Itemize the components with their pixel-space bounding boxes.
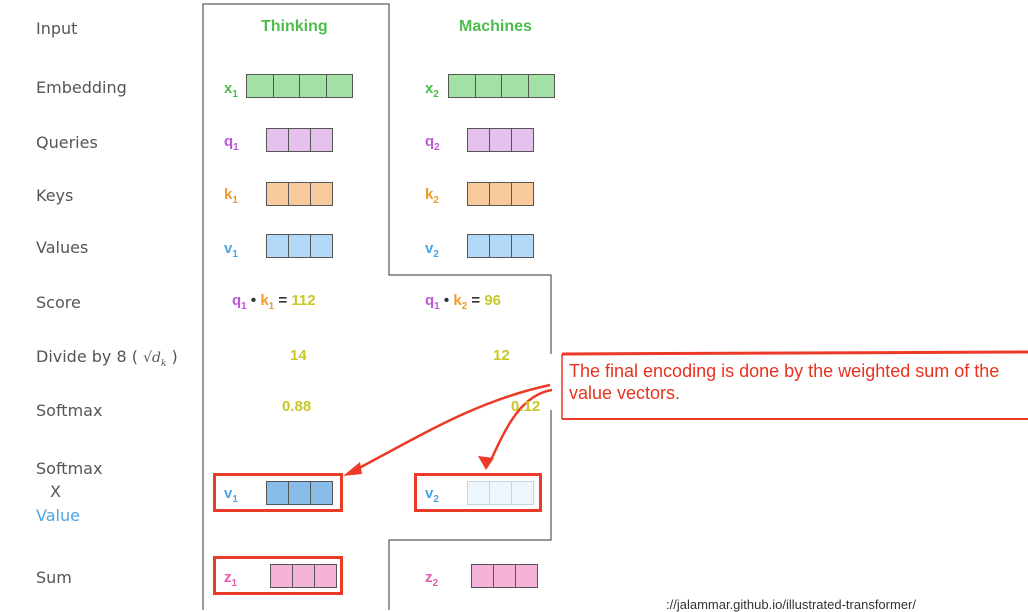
x2-vector [448, 74, 555, 98]
row-label-input: Input [36, 19, 78, 38]
row-label-softmax-x: Softmax [36, 459, 103, 478]
word-thinking: Thinking [261, 18, 328, 35]
q1-label: q1 [224, 133, 239, 153]
q2-label: q2 [425, 133, 440, 153]
softmax-1: 0.88 [282, 398, 312, 415]
word-machines: Machines [459, 18, 532, 35]
divided-2: 12 [493, 347, 510, 364]
x1-vector [246, 74, 353, 98]
weighted-v1-label: v1 [224, 485, 238, 505]
z1-label: z1 [224, 569, 238, 589]
score-1: q1 • k1 = 112 [232, 292, 316, 312]
weighted-v1-vector [266, 481, 333, 505]
x2-label: x2 [425, 80, 439, 100]
v1-vector [266, 234, 333, 258]
sum-z1-box [213, 556, 343, 595]
q2-vector [467, 128, 534, 152]
source-url: ://jalammar.github.io/illustrated-transf… [666, 597, 916, 612]
z1-vector [270, 564, 337, 588]
arrow-to-v1 [349, 383, 551, 475]
row-label-x: X [50, 482, 61, 501]
callout-text: The final encoding is done by the weight… [569, 361, 1000, 403]
z2-label: z2 [425, 569, 439, 589]
k2-label: k2 [425, 186, 439, 206]
row-label-score: Score [36, 293, 81, 312]
weighted-v1-box [213, 473, 343, 512]
v2-vector [467, 234, 534, 258]
arrow-head-v2 [478, 456, 494, 470]
arrow-head-v1 [343, 462, 362, 476]
row-label-queries: Queries [36, 133, 98, 152]
k1-vector [266, 182, 333, 206]
k1-label: k1 [224, 186, 238, 206]
weighted-v2-box [414, 473, 542, 512]
row-label-softmax: Softmax [36, 401, 103, 420]
k2-vector [467, 182, 534, 206]
row-label-values: Values [36, 238, 89, 257]
weighted-v2-label: v2 [425, 485, 439, 505]
z2-vector [471, 564, 538, 588]
row-label-value: Value [36, 506, 80, 525]
row-label-divide: Divide by 8 ( √dk ) [36, 347, 178, 369]
weighted-v2-vector [467, 481, 534, 505]
softmax-2: 0.12 [511, 398, 541, 415]
x1-label: x1 [224, 80, 238, 100]
row-label-embedding: Embedding [36, 78, 127, 97]
v1-label: v1 [224, 240, 238, 260]
score-2: q1 • k2 = 96 [425, 292, 502, 312]
row-label-sum: Sum [36, 568, 72, 587]
v2-label: v2 [425, 240, 439, 260]
q1-vector [266, 128, 333, 152]
sqrt-dk: √dk [143, 350, 167, 369]
arrow-to-v2 [488, 388, 553, 463]
divided-1: 14 [290, 347, 307, 364]
callout-top-line [561, 350, 1028, 356]
row-label-keys: Keys [36, 186, 74, 205]
